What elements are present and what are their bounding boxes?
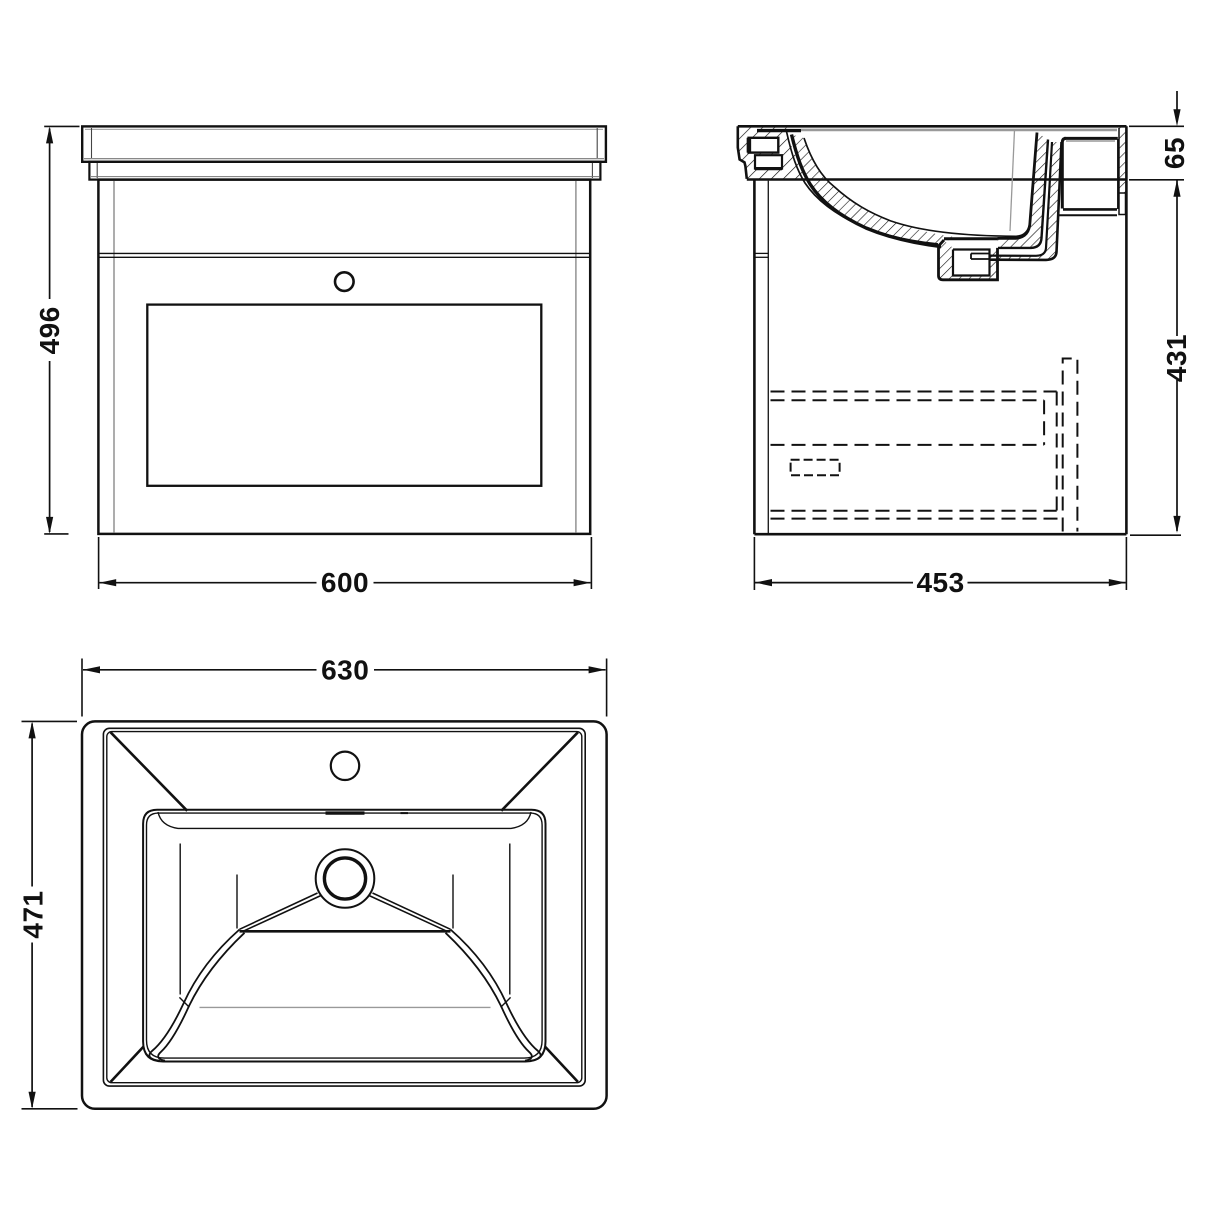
svg-text:453: 453 [916,567,964,598]
svg-text:630: 630 [321,654,369,685]
svg-text:471: 471 [18,890,49,938]
svg-text:600: 600 [321,567,369,598]
svg-text:496: 496 [34,306,65,354]
svg-text:65: 65 [1159,137,1190,169]
svg-text:431: 431 [1161,334,1192,382]
